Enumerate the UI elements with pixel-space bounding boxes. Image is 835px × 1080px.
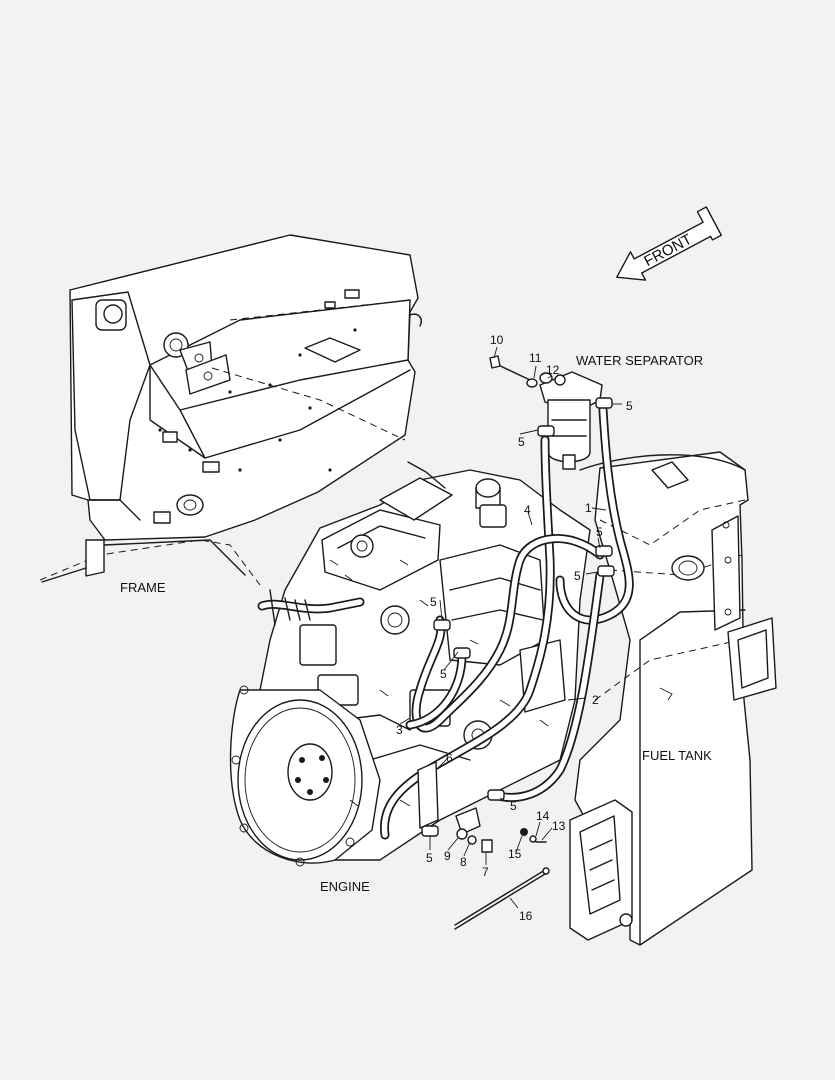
callout-6: 6 <box>446 751 453 765</box>
callout-12: 12 <box>546 363 560 377</box>
fuel-tank-label: FUEL TANK <box>642 748 712 763</box>
callout-11: 11 <box>529 351 542 365</box>
callout-5-b: 5 <box>626 399 633 413</box>
callout-5-a: 5 <box>518 435 525 449</box>
callout-2: 2 <box>592 693 599 707</box>
callout-5-f: 5 <box>440 667 447 681</box>
callout-4: 4 <box>524 503 531 517</box>
front-arrow: FRONT <box>616 206 723 281</box>
callout-5-h: 5 <box>426 851 433 865</box>
callout-10: 10 <box>490 333 504 347</box>
callout-16: 16 <box>519 909 533 923</box>
fuel-tank <box>569 451 777 946</box>
frame-label: FRAME <box>120 580 166 595</box>
water-separator-label: WATER SEPARATOR <box>576 353 703 368</box>
engine-label: ENGINE <box>320 879 370 894</box>
callout-7: 7 <box>482 865 489 879</box>
callout-5-g: 5 <box>510 799 517 813</box>
callout-13: 13 <box>552 819 566 833</box>
callout-8: 8 <box>460 855 467 869</box>
callout-14: 14 <box>536 809 550 823</box>
callout-1: 1 <box>585 501 592 515</box>
fuel-hoses <box>379 397 634 840</box>
callout-15: 15 <box>508 847 522 861</box>
callout-5-c: 5 <box>596 525 603 539</box>
front-label: FRONT <box>641 231 695 270</box>
hardware-parts <box>417 355 553 930</box>
callout-5-d: 5 <box>574 569 581 583</box>
callout-5-e: 5 <box>430 595 437 609</box>
frame <box>39 234 422 586</box>
callout-3: 3 <box>396 723 403 737</box>
callout-9: 9 <box>444 849 451 863</box>
leader-lines <box>399 346 622 909</box>
